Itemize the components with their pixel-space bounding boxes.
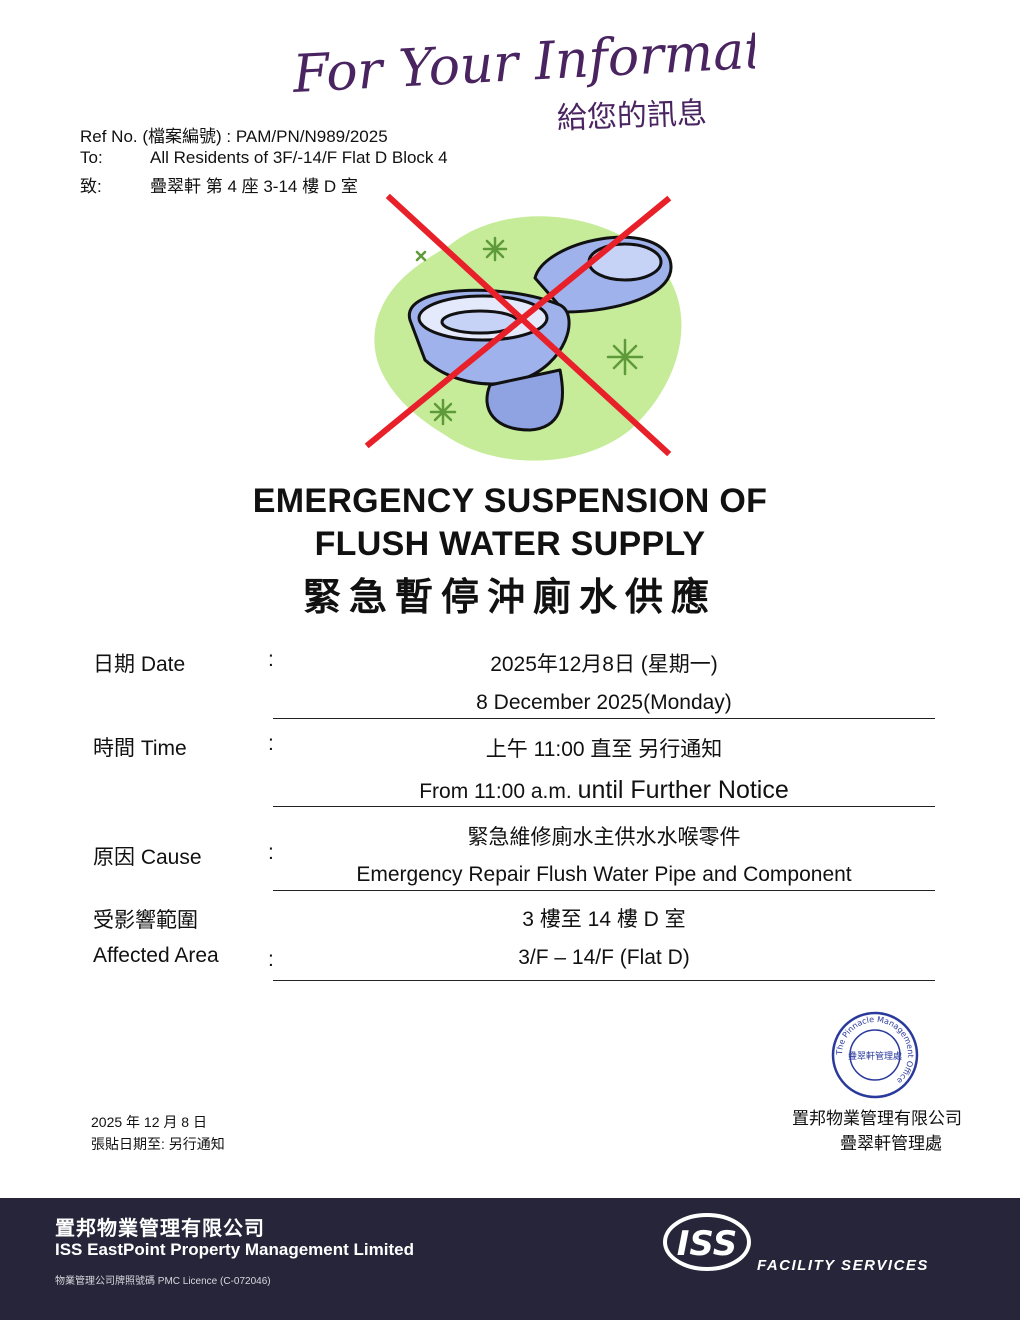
area-value-cn: 3 樓至 14 樓 D 室 (522, 908, 686, 931)
to-label: To: (80, 148, 103, 167)
management-office-seal: The Pinnacle Management Office 疊翠軒管理處 (830, 1010, 920, 1100)
cause-value-cn: 緊急維修廁水主供水水喉零件 (467, 826, 741, 849)
date-value-en: 8 December 2025(Monday) (476, 691, 732, 714)
cause-divider (273, 890, 935, 891)
toilet-icon (407, 235, 673, 432)
area-value-en: 3/F – 14/F (Flat D) (518, 946, 690, 969)
for-your-information-logo: For Your Information 給您的訊息 (285, 10, 847, 136)
footer-licence: 物業管理公司牌照號碼 PMC Licence (C-072046) (55, 1276, 271, 1287)
area-colon: : (268, 948, 274, 971)
time-label: 時間 Time (93, 737, 187, 760)
date-divider (273, 718, 935, 719)
facility-services-tagline: FACILITY SERVICES (757, 1257, 929, 1274)
logo-cn-text: 給您的訊息 (556, 96, 707, 135)
time-value-en-suffix: until Further Notice (577, 776, 789, 804)
sparkle-icons (415, 236, 644, 426)
date-value-cn: 2025年12月8日 (星期一) (490, 653, 718, 676)
date-colon: : (268, 648, 274, 671)
signature-office: 疊翠軒管理處 (840, 1134, 942, 1153)
prohibited-cross-icon (364, 193, 672, 457)
area-label-cn: 受影響範圍 (93, 909, 198, 932)
time-colon: : (268, 732, 274, 755)
posting-until: 張貼日期至: 另行通知 (91, 1136, 225, 1152)
to-cn-label: 致: (80, 177, 102, 196)
date-label: 日期 Date (93, 653, 186, 676)
area-divider (273, 980, 935, 981)
time-value-cn: 上午 11:00 直至 另行通知 (485, 738, 723, 761)
notice-title-en-line2: FLUSH WATER SUPPLY (314, 525, 706, 563)
time-value-en: From 11:00 a.m. until Further Notice (273, 776, 935, 805)
signature-company: 置邦物業管理有限公司 (792, 1109, 962, 1128)
posting-date: 2025 年 12 月 8 日 (91, 1114, 207, 1130)
recipient-line-cn: 致: 疊翠軒 第 4 座 3-14 樓 D 室 (80, 172, 358, 197)
crossed-toilet-illustration (355, 190, 685, 475)
time-divider (273, 806, 935, 807)
cause-value-en: Emergency Repair Flush Water Pipe and Co… (356, 863, 852, 886)
cause-colon: : (268, 841, 274, 864)
footer-company-cn: 置邦物業管理有限公司 (55, 1218, 265, 1240)
reference-number: Ref No. (檔案編號) : PAM/PN/N989/2025 (80, 127, 388, 146)
iss-logo-icon: ISS (662, 1212, 752, 1272)
cause-label: 原因 Cause (93, 846, 202, 869)
time-value-en-prefix: From 11:00 a.m. (419, 780, 572, 803)
footer-band (0, 1198, 1020, 1320)
area-label-en: Affected Area (93, 944, 219, 967)
iss-logo-text: ISS (677, 1224, 737, 1264)
logo-script-text: For Your Information (290, 16, 755, 105)
recipient-line: To: All Residents of 3F/-14/F Flat D Bloc… (80, 148, 448, 168)
to-cn-value: 疊翠軒 第 4 座 3-14 樓 D 室 (150, 177, 358, 196)
notice-title-en-line1: EMERGENCY SUSPENSION OF (252, 482, 768, 520)
notice-title-cn: 緊急暫停沖廁水供應 (302, 575, 717, 619)
to-value: All Residents of 3F/-14/F Flat D Block 4 (150, 148, 448, 167)
seal-inner-text: 疊翠軒管理處 (848, 1050, 902, 1062)
footer-company-en: ISS EastPoint Property Management Limite… (55, 1240, 414, 1259)
